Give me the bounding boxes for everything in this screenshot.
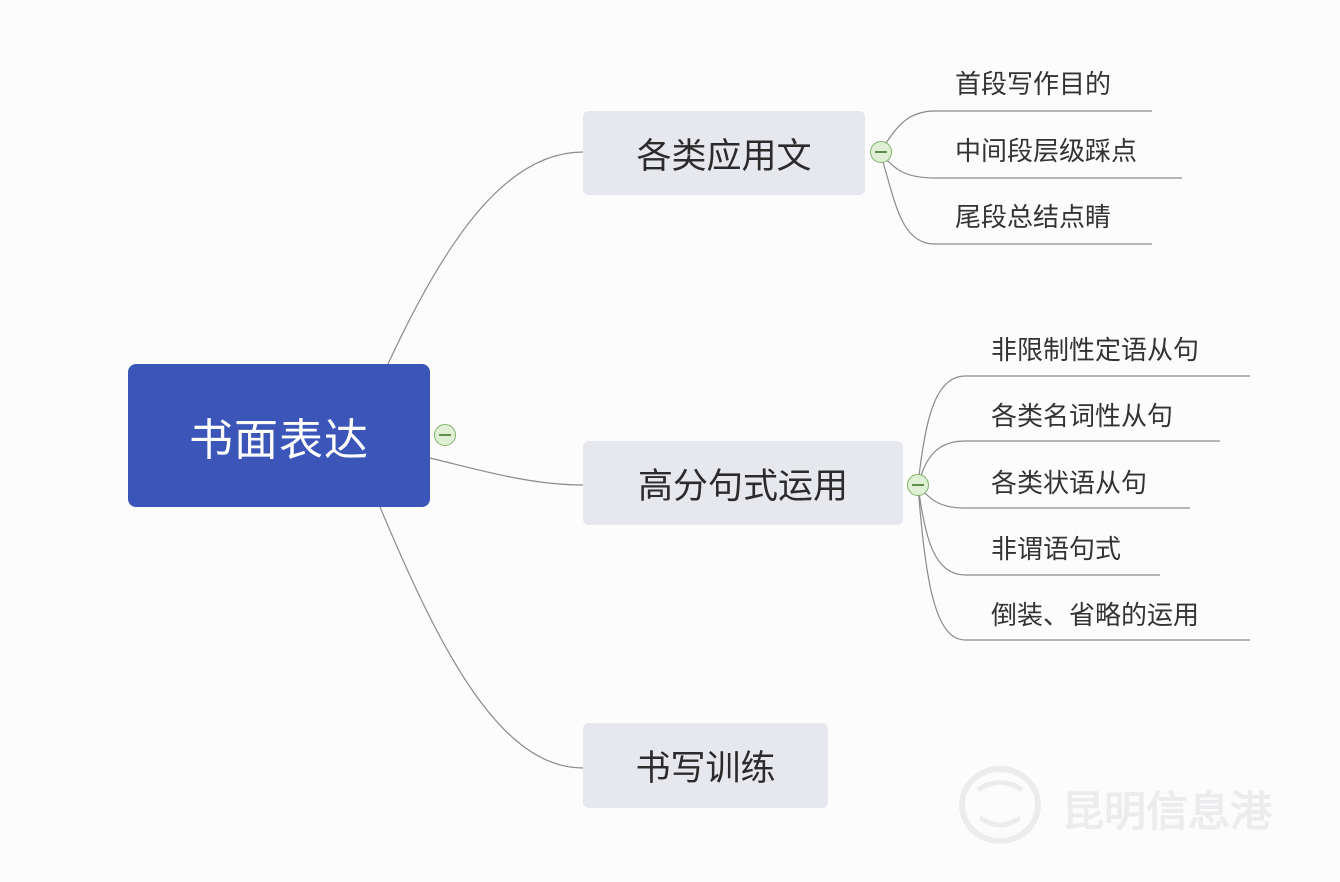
root-node-label: 书面表达 — [189, 414, 369, 466]
connector-b2-leaf-5 — [917, 484, 1250, 641]
collapse-branch-1-icon[interactable] — [870, 141, 892, 163]
leaf-node[interactable]: 非谓语句式 — [991, 535, 1122, 565]
branch-node-applied-writing[interactable]: 各类应用文 — [583, 111, 865, 195]
leaf-node[interactable]: 各类状语从句 — [991, 469, 1148, 499]
connector-root-branch-1 — [387, 151, 584, 365]
branch-node-label: 各类应用文 — [636, 136, 812, 177]
branch-node-handwriting[interactable]: 书写训练 — [583, 723, 828, 808]
branch-node-label: 书写训练 — [635, 749, 776, 789]
watermark-text: 昆明信息港 — [1062, 787, 1273, 836]
connector-root-branch-3 — [379, 506, 584, 769]
leaf-node[interactable]: 尾段总结点睛 — [955, 203, 1112, 233]
watermark-logo-icon — [959, 766, 1041, 844]
collapse-root-icon[interactable] — [434, 424, 456, 446]
branch-node-label: 高分句式运用 — [637, 466, 848, 507]
leaf-node[interactable]: 倒装、省略的运用 — [991, 601, 1200, 631]
leaf-node[interactable]: 中间段层级踩点 — [955, 137, 1138, 167]
collapse-branch-2-icon[interactable] — [907, 474, 929, 496]
watermark: 昆明信息港 — [950, 760, 1310, 850]
leaf-node[interactable]: 非限制性定语从句 — [991, 336, 1200, 366]
root-node[interactable]: 书面表达 — [128, 364, 430, 507]
leaf-node[interactable]: 各类名词性从句 — [991, 402, 1174, 432]
branch-node-sentence-patterns[interactable]: 高分句式运用 — [583, 441, 903, 525]
connector-b2-leaf-1 — [917, 375, 1250, 486]
connector-b1-leaf-3 — [879, 151, 1152, 245]
connector-root-branch-2 — [429, 457, 584, 486]
connector-b2-leaf-4 — [917, 484, 1160, 576]
leaf-node[interactable]: 首段写作目的 — [955, 70, 1112, 100]
